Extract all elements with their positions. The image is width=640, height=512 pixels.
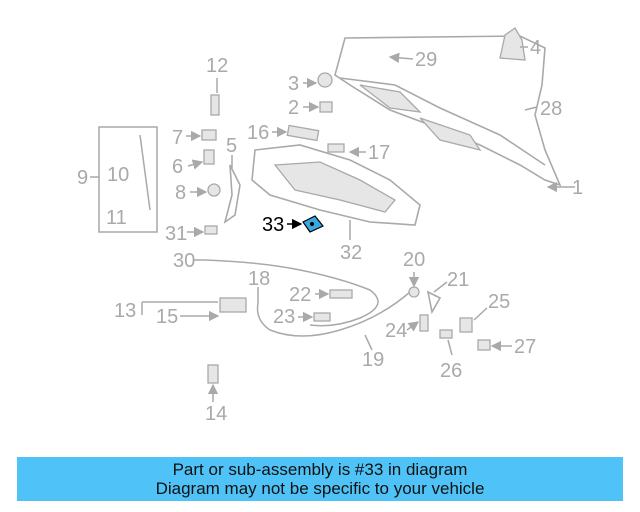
callout-15: 15	[156, 306, 178, 328]
callout-2: 2	[288, 97, 299, 119]
hood-insulator	[251, 144, 421, 226]
parts-diagram: 1 2 3 4 5 6 7 8 9 10 11 12 13 14 15 16 1…	[77, 27, 583, 425]
callout-17: 17	[368, 142, 390, 164]
callout-3: 3	[288, 73, 299, 95]
callout-11: 11	[106, 207, 127, 229]
callout-1: 1	[572, 177, 583, 199]
callout-9: 9	[77, 167, 88, 189]
callout-21: 21	[447, 269, 469, 291]
callout-13: 13	[114, 300, 136, 322]
callout-6: 6	[172, 156, 183, 178]
callout-31: 31	[165, 223, 187, 245]
callout-labels: 1 2 3 4 5 6 7 8 9 10 11 12 13 14 15 16 1…	[77, 37, 583, 425]
callout-4: 4	[530, 37, 541, 59]
callout-23: 23	[273, 306, 295, 328]
info-banner: Part or sub-assembly is #33 in diagram D…	[17, 457, 623, 501]
hood-panel	[334, 35, 562, 187]
callout-8: 8	[175, 182, 186, 204]
banner-line-1: Part or sub-assembly is #33 in diagram	[172, 460, 468, 479]
callout-10: 10	[107, 164, 129, 186]
hood-seal-part	[499, 27, 526, 61]
callout-14: 14	[205, 403, 227, 425]
callout-22: 22	[289, 284, 311, 306]
callout-5: 5	[226, 135, 237, 157]
callout-19: 19	[362, 349, 384, 371]
callout-25: 25	[488, 291, 510, 313]
callout-16: 16	[247, 122, 269, 144]
callout-27: 27	[514, 336, 536, 358]
callout-28: 28	[540, 98, 562, 120]
callout-26: 26	[440, 360, 462, 382]
callout-29: 29	[415, 49, 437, 71]
callout-30: 30	[173, 250, 195, 272]
callout-7: 7	[172, 127, 183, 149]
callout-32: 32	[340, 242, 362, 264]
banner-line-2: Diagram may not be specific to your vehi…	[155, 479, 485, 498]
callout-24: 24	[385, 320, 407, 342]
callout-18: 18	[248, 268, 270, 290]
gas-strut-box	[98, 126, 158, 233]
callout-33-highlighted: 33	[262, 214, 284, 236]
callout-12: 12	[206, 55, 228, 77]
callout-20: 20	[403, 249, 425, 271]
highlighted-part-33	[302, 215, 324, 233]
